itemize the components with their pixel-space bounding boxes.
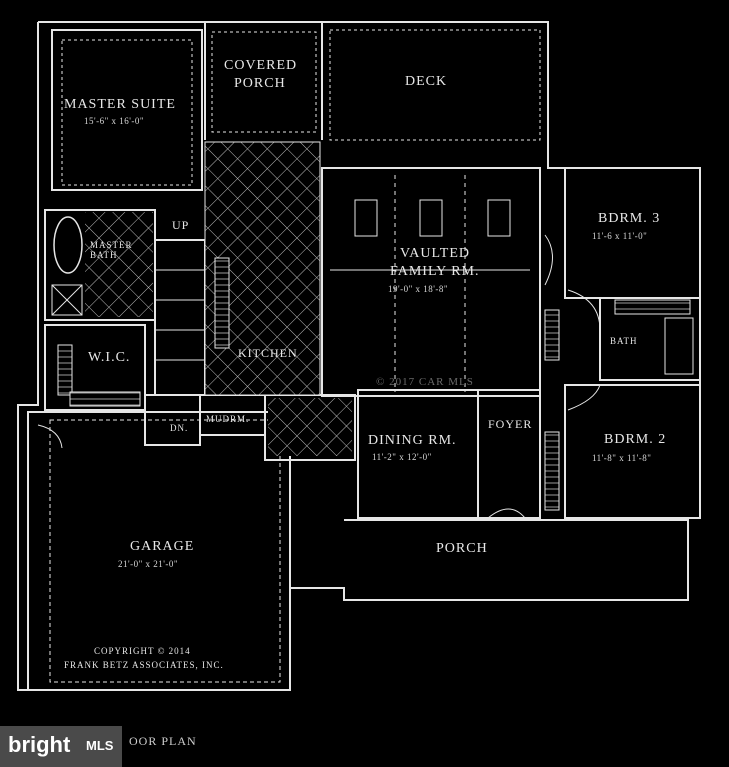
master-bath-label: MASTER BATH [90, 240, 133, 260]
covered-porch-label-line1: COVERED [224, 58, 298, 73]
wic-label: W.I.C. [88, 350, 131, 365]
mudroom-label: MUDRM. [206, 414, 250, 424]
watermark-text: © 2017 CAR MLS [376, 376, 474, 388]
stairs-down-label: DN. [170, 423, 189, 433]
foyer-label: FOYER [488, 417, 533, 431]
logo-suffix: MLS [86, 738, 114, 753]
garage-label: GARAGE [130, 539, 195, 554]
dining-room-dimensions: 11'-2" x 12'-0" [372, 452, 432, 462]
master-suite-dimensions: 15'-6" x 16'-0" [84, 116, 145, 126]
covered-porch-label-line2: PORCH [234, 76, 286, 91]
vaulted-label: VAULTED [400, 246, 471, 261]
copyright-line1: COPYRIGHT © 2014 [94, 646, 191, 656]
family-room-dimensions: 19'-0" x 18'-8" [388, 284, 449, 294]
plan-title: OOR PLAN [129, 734, 197, 748]
bath-label: BATH [610, 336, 638, 346]
master-suite-label: MASTER SUITE [64, 97, 176, 112]
closet-shelving [57, 257, 691, 511]
bdrm3-dimensions: 11'-6 x 11'-0" [592, 231, 648, 241]
logo-wordmark: bright [8, 732, 71, 757]
bdrm3-label: BDRM. 3 [598, 211, 661, 226]
bdrm2-label: BDRM. 2 [604, 432, 667, 447]
kitchen-label: KITCHEN [238, 346, 298, 360]
dining-room-label: DINING RM. [368, 433, 457, 448]
bdrm2-dimensions: 11'-8" x 11'-8" [592, 453, 652, 463]
family-room-label: FAMILY RM. [390, 264, 480, 279]
walls [17, 21, 701, 691]
laundry-tile-floor [268, 398, 352, 456]
garage-dimensions: 21'-0" x 21'-0" [118, 559, 179, 569]
stairs-up-label: UP [172, 218, 190, 232]
bright-mls-logo: bright MLS [0, 726, 122, 767]
deck-label: DECK [405, 74, 448, 89]
copyright-line2: FRANK BETZ ASSOCIATES, INC. [64, 660, 224, 670]
kitchen-tile-floor [204, 141, 321, 396]
porch-label: PORCH [436, 541, 488, 556]
bath-tile-floor [85, 212, 153, 317]
